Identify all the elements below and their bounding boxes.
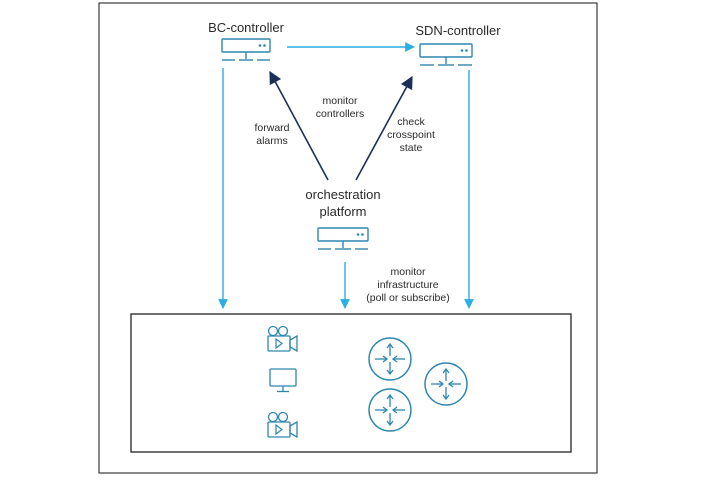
monitor-controllers-label: monitor controllers bbox=[302, 95, 378, 121]
infrastructure-box bbox=[130, 313, 572, 453]
arrow-orchestration-to-sdn bbox=[355, 75, 413, 181]
check-crosspoint-label: check crosspoint state bbox=[372, 116, 450, 155]
router-icon bbox=[424, 362, 468, 406]
outer-frame bbox=[98, 2, 598, 474]
monitor-controllers-line2: controllers bbox=[315, 108, 365, 120]
check-crosspoint-line3: state bbox=[399, 142, 423, 154]
sdn-controller-server-icon bbox=[419, 43, 473, 66]
sdn-controller-label: SDN-controller bbox=[415, 23, 501, 38]
bc-controller-label: BC-controller bbox=[208, 20, 284, 35]
router-icon bbox=[368, 388, 412, 432]
router-icon bbox=[368, 337, 412, 381]
monitor-icon bbox=[269, 368, 297, 393]
monitor-infrastructure-label: monitor infrastructure (poll or subscrib… bbox=[352, 266, 464, 305]
forward-alarms-line1: forward bbox=[254, 122, 290, 134]
camera-icon bbox=[267, 325, 298, 353]
orchestration-server-icon bbox=[317, 227, 369, 250]
forward-alarms-line2: alarms bbox=[256, 135, 288, 147]
monitor-infrastructure-line2: infrastructure bbox=[377, 279, 439, 291]
bc-controller-server-icon bbox=[221, 38, 271, 61]
orchestration-line2: platform bbox=[319, 204, 367, 219]
forward-alarms-label: forward alarms bbox=[236, 122, 308, 148]
arrow-orchestration-to-bc bbox=[269, 70, 329, 181]
check-crosspoint-line1: check bbox=[397, 116, 425, 128]
camera-icon bbox=[267, 411, 298, 439]
monitor-infrastructure-line1: monitor bbox=[390, 266, 426, 278]
orchestration-platform-label: orchestration platform bbox=[283, 186, 403, 220]
orchestration-line1: orchestration bbox=[305, 187, 381, 202]
monitor-controllers-line1: monitor bbox=[322, 95, 358, 107]
check-crosspoint-line2: crosspoint bbox=[387, 129, 435, 141]
monitor-infrastructure-line3: (poll or subscribe) bbox=[366, 292, 450, 304]
